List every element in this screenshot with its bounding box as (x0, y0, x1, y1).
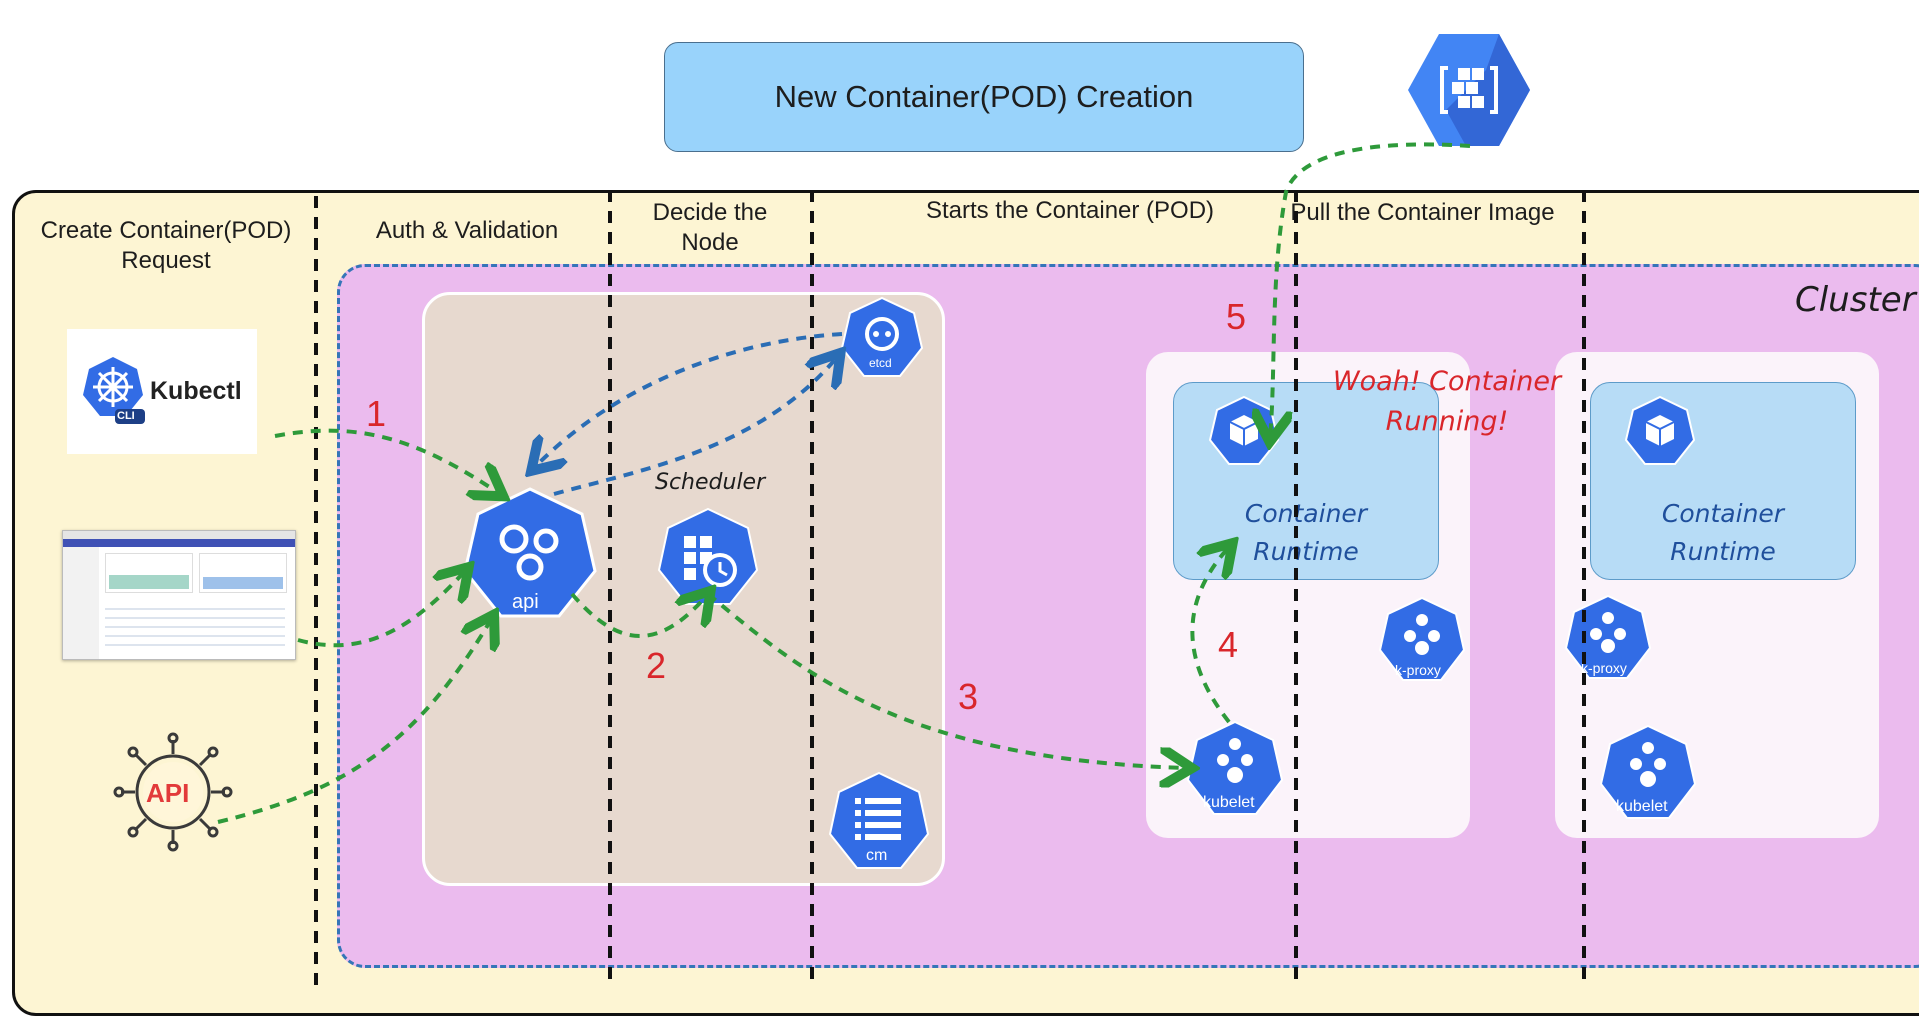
kproxy-label: k-proxy (1395, 662, 1441, 678)
api-client-label: API (146, 778, 190, 808)
dashboard-thumbnail (62, 530, 296, 660)
etcd: etcd (840, 296, 924, 380)
pod-2 (1624, 395, 1696, 467)
pod-icon (1208, 395, 1280, 465)
kproxy-2: k-proxy (1564, 594, 1652, 682)
dashboard-toolbar (63, 539, 295, 547)
runtime-label-line1: Container (1244, 499, 1368, 528)
kproxy-icon (1564, 594, 1652, 679)
container-registry-icon (1408, 34, 1530, 146)
api-server-label: api (512, 591, 539, 613)
runtime-label-line1: Container (1661, 499, 1785, 528)
step-1: 1 (366, 393, 387, 434)
step-5: 5 (1226, 296, 1247, 337)
kubelet-icon (1186, 720, 1284, 815)
step-2: 2 (646, 645, 667, 686)
scheduler-label: Scheduler (655, 470, 766, 495)
api-server: api (460, 485, 600, 625)
step-3: 3 (958, 676, 979, 717)
api-gear-icon (113, 732, 233, 852)
container-registry-logo (1406, 30, 1532, 150)
annotation-line1: Woah! Container (1332, 366, 1562, 397)
phase-header-auth: Auth & Validation (375, 217, 559, 244)
kubelet-label: kubelet (1616, 798, 1668, 815)
etcd-icon (840, 296, 924, 377)
dashboard-chrome (63, 531, 295, 539)
api-server-icon (463, 487, 597, 618)
controller-manager-icon (828, 771, 930, 869)
kubelet-label: kubelet (1203, 794, 1255, 811)
annotation-line2: Running! (1385, 406, 1509, 437)
controller-manager: cm (827, 770, 931, 874)
kubectl-cli-badge: CLI (117, 410, 135, 422)
running-annotation: Woah! Container Running! (1312, 362, 1582, 442)
phase-header-start: Starts the Container (POD) (925, 197, 1215, 224)
kubelet-icon (1599, 724, 1697, 819)
kproxy-1: k-proxy (1378, 596, 1466, 684)
kubelet-1: kubelet (1186, 720, 1284, 818)
etcd-label: etcd (869, 356, 892, 370)
cluster-label: Cluster (1795, 280, 1916, 320)
kubectl-logo: CLI Kubectl (67, 329, 257, 454)
dashboard-sidebar (63, 547, 99, 659)
kubectl-wheel-icon (83, 357, 145, 424)
dashboard-chart-2 (199, 553, 287, 593)
kubelet-2: kubelet (1599, 724, 1697, 822)
kproxy-label: k-proxy (1581, 660, 1627, 676)
step-4: 4 (1218, 624, 1239, 665)
runtime-label-line2: Runtime (1253, 537, 1359, 566)
controller-manager-label: cm (866, 847, 888, 864)
scheduler (656, 506, 760, 610)
diagram-title: New Container(POD) Creation (664, 42, 1304, 152)
phase-header-pull: Pull the Container Image (1290, 199, 1555, 226)
phase-header-decide: Decide the Node (652, 199, 768, 256)
pod-1 (1208, 395, 1280, 467)
pod-icon (1624, 395, 1696, 465)
kubectl-label: Kubectl (150, 377, 242, 405)
api-gear-client: API (113, 732, 233, 852)
kproxy-icon (1378, 596, 1466, 681)
scheduler-icon (657, 507, 759, 605)
dashboard-table (105, 601, 285, 651)
runtime-label-line2: Runtime (1670, 537, 1776, 566)
dashboard-chart-1 (105, 553, 193, 593)
phase-header-request: Create Container(POD) Request (40, 217, 292, 274)
